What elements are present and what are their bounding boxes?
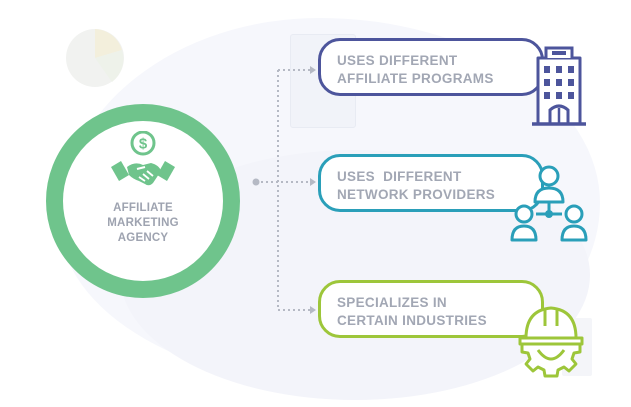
card-certain-industries-text: SPECIALIZES IN CERTAIN INDUSTRIES: [337, 295, 487, 328]
agency-circle: $ AFFILIATE MARKETING AGENCY: [46, 104, 240, 298]
card-network-providers-text: USES DIFFERENT NETWORK PROVIDERS: [337, 169, 496, 202]
building-icon: [532, 46, 586, 126]
connector-dot: [252, 178, 260, 186]
arrowhead-industries: [310, 306, 316, 314]
faded-pie-chart-icon: [66, 29, 124, 87]
svg-text:$: $: [139, 136, 148, 153]
card-affiliate-programs-text: USES DIFFERENT AFFILIATE PROGRAMS: [337, 53, 494, 86]
card-certain-industries: SPECIALIZES IN CERTAIN INDUSTRIES: [318, 280, 544, 338]
network-people-icon: [510, 165, 588, 242]
card-network-providers: USES DIFFERENT NETWORK PROVIDERS: [318, 154, 544, 212]
arrowhead-network: [310, 178, 316, 186]
agency-label: AFFILIATE MARKETING AGENCY: [107, 202, 179, 244]
arrowhead-programs: [310, 66, 316, 74]
dollar-handshake-icon: $: [111, 131, 175, 186]
hardhat-gear-icon: [518, 306, 584, 378]
card-affiliate-programs: USES DIFFERENT AFFILIATE PROGRAMS: [318, 38, 544, 96]
